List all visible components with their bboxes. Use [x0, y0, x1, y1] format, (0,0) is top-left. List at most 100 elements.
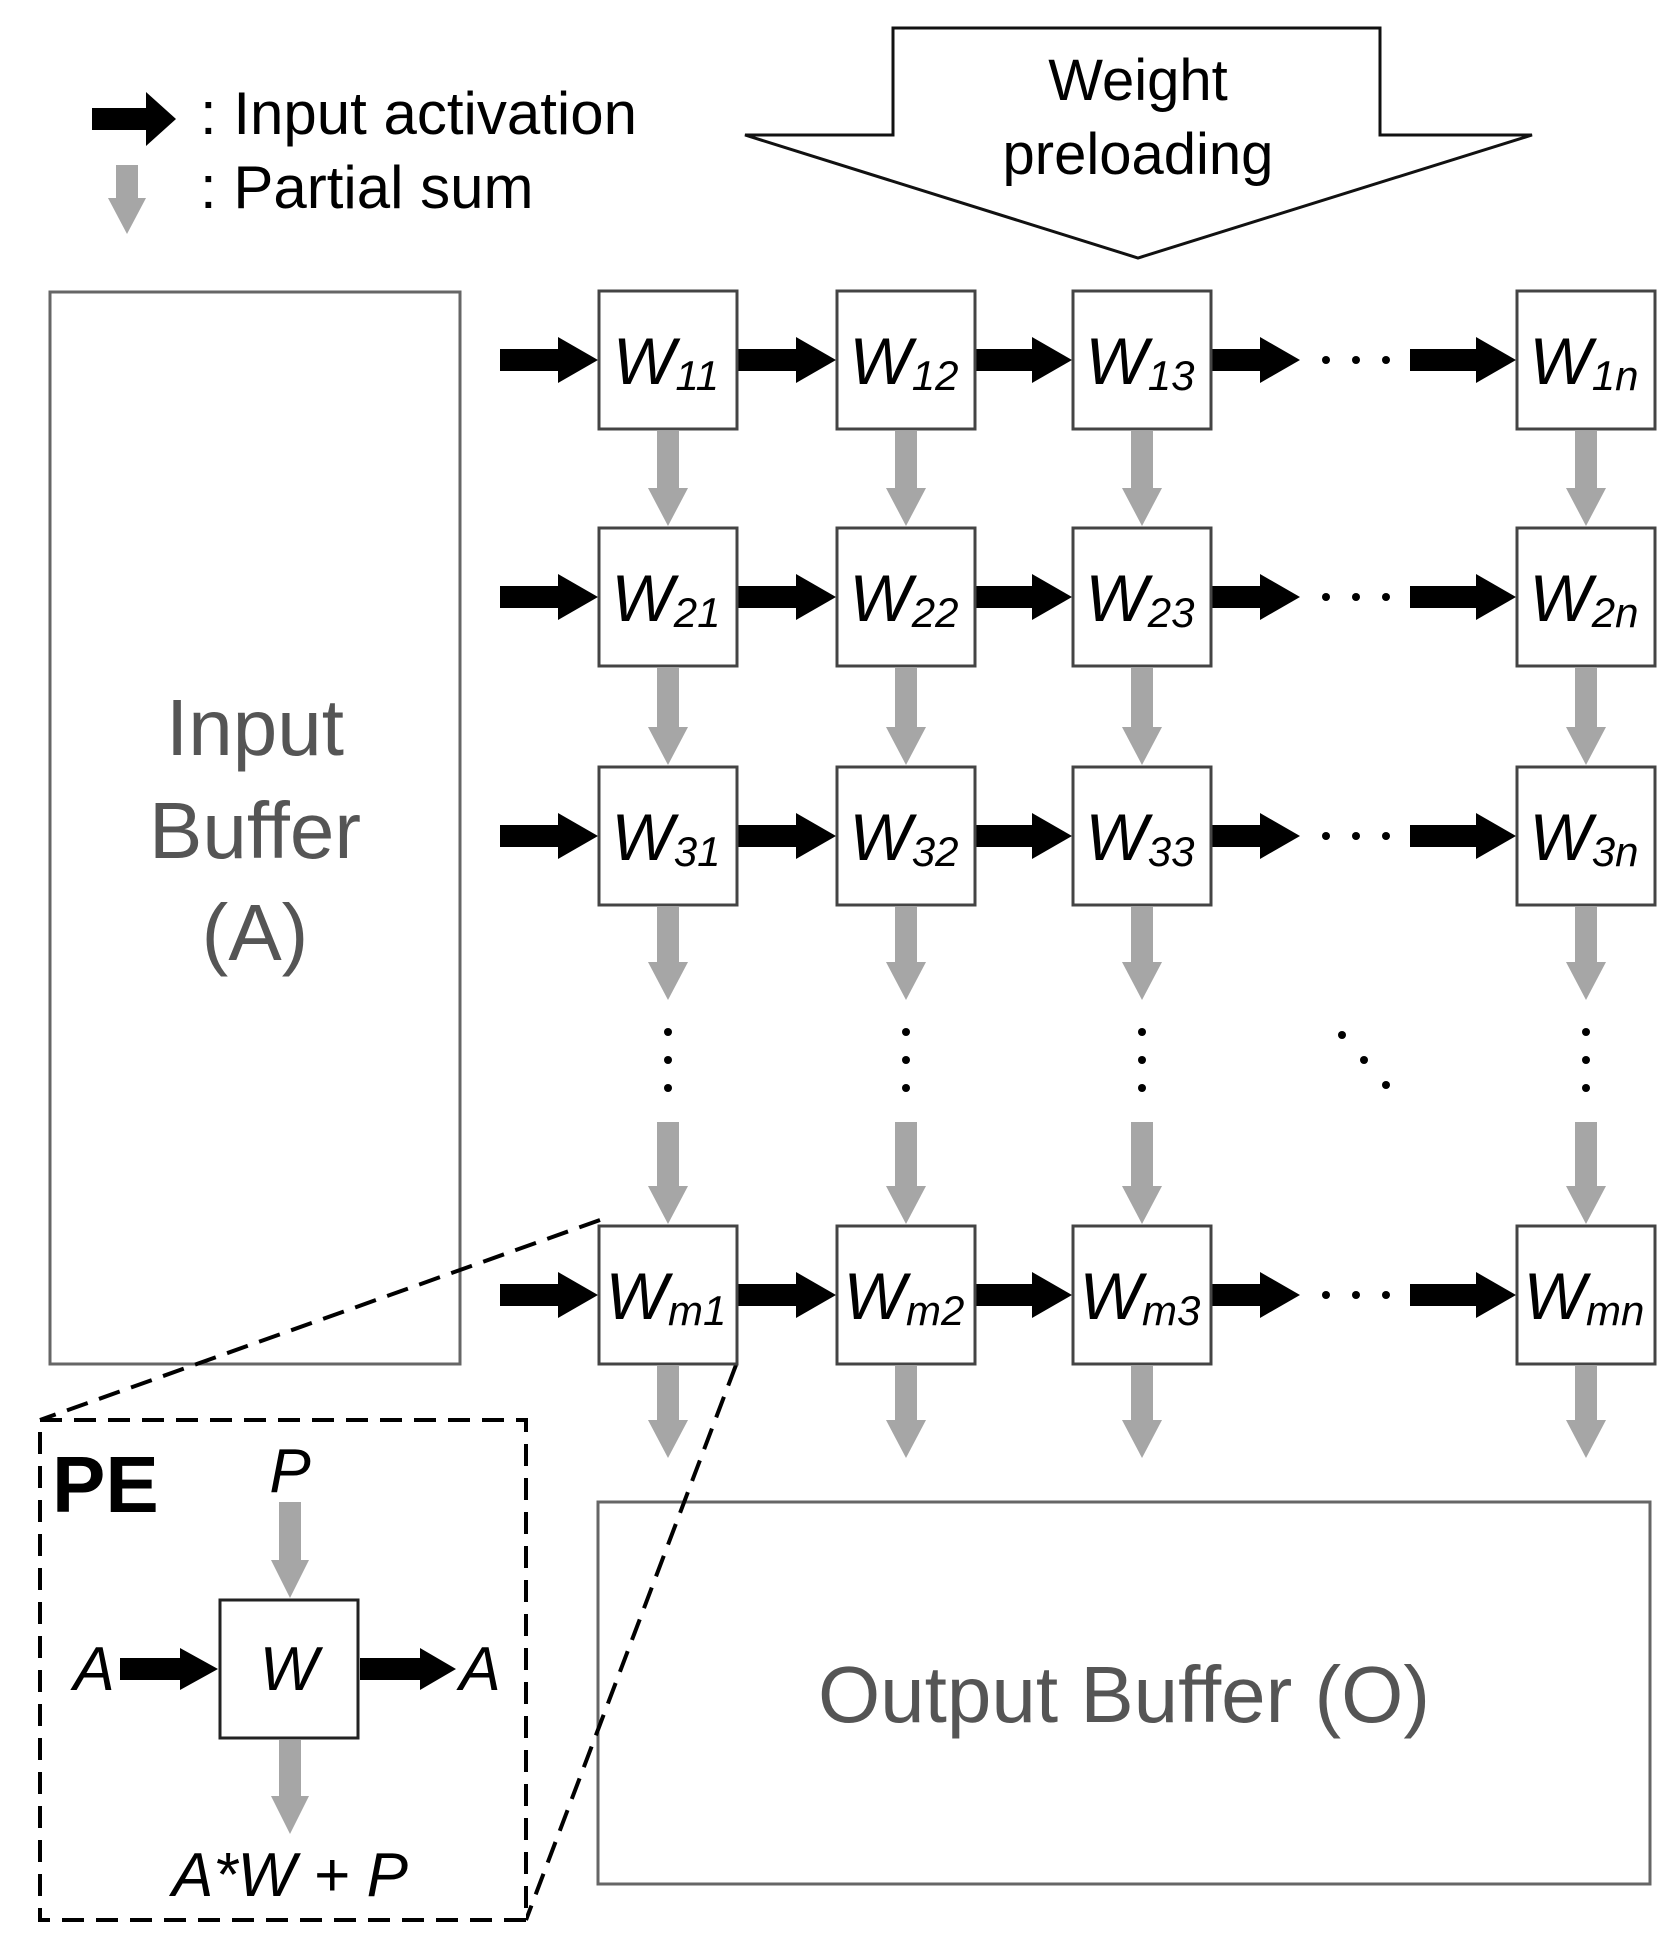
- pe-detail-activation-in-arrow-icon: [120, 1648, 218, 1690]
- pe-cell-3n-subscript: 3n: [1592, 828, 1639, 875]
- partial-sum-out-arrow-c2: [886, 1366, 926, 1458]
- pe-cell-3n: [1515, 765, 1657, 907]
- pe-cell-2n-subscript: 2n: [1591, 589, 1639, 636]
- legend-partial-sum-label: : Partial sum: [200, 154, 533, 221]
- pe-cell-23-label: W23: [1085, 561, 1194, 636]
- pe-cell-11-label: W11: [613, 324, 719, 399]
- pe-detail-output: A*W + P: [168, 1841, 408, 1910]
- activation-arrow-row2-c1: [738, 574, 836, 620]
- vertical-ellipsis-c4: [1582, 1028, 1590, 1092]
- partial-sum-arrow-r1-c2: [886, 431, 926, 526]
- pe-cell-33: [1071, 765, 1213, 907]
- activation-arrow-row3-c3: [1212, 813, 1300, 859]
- pe-cell-32: [835, 765, 977, 907]
- vertical-ellipsis-c3: [1138, 1028, 1146, 1092]
- partial-sum-out-arrow-c3: [1122, 1366, 1162, 1458]
- horizontal-ellipsis-row4: [1322, 1291, 1390, 1299]
- horizontal-ellipsis-row3: [1322, 832, 1390, 840]
- input-buffer-line3: (A): [202, 888, 309, 977]
- pe-cell-3n-label: W3n: [1529, 800, 1638, 875]
- activation-arrow-row2-last: [1410, 574, 1516, 620]
- pe-cell-23-w: W: [1085, 561, 1153, 635]
- legend-partial-sum-arrow-icon: [108, 165, 146, 234]
- partial-sum-arrow-r2-c4: [1566, 668, 1606, 765]
- pe-cell-m2-w: W: [844, 1259, 912, 1333]
- pe-cell-31-w: W: [611, 800, 679, 874]
- partial-sum-arrow-r2-c2: [886, 668, 926, 765]
- pe-cell-31-subscript: 31: [674, 828, 721, 875]
- activation-arrow-row4-c1: [738, 1272, 836, 1318]
- pe-detail-weight: W: [260, 1635, 324, 1704]
- pe-cell-31: [597, 765, 739, 907]
- input-buffer-line2: Buffer: [149, 786, 361, 875]
- pe-cell-m2-subscript: m2: [906, 1287, 964, 1334]
- partial-sum-arrow-r4-c4: [1566, 1122, 1606, 1224]
- partial-sum-arrow-r3-c2: [886, 907, 926, 1000]
- pe-detail-partial-in: P: [269, 1437, 310, 1506]
- pe-cell-13: [1071, 289, 1213, 431]
- pe-cell-22-subscript: 22: [911, 589, 959, 636]
- activation-arrow-row4-c3: [1212, 1272, 1300, 1318]
- legend: : Input activation : Partial sum: [92, 80, 637, 234]
- pe-cell-mn: [1515, 1224, 1657, 1366]
- pe-cell-23: [1071, 526, 1213, 668]
- pe-cell-11-subscript: 11: [675, 352, 719, 399]
- pe-cell-2n-label: W2n: [1529, 561, 1638, 636]
- pe-detail: PE P W A A A*W + P: [38, 1418, 528, 1922]
- input-buffer-line1: Input: [166, 683, 344, 772]
- activation-arrow-row4-last: [1410, 1272, 1516, 1318]
- pe-cell-11: [597, 289, 739, 431]
- pe-cell-mn-subscript: mn: [1586, 1287, 1644, 1334]
- pe-cell-12-w: W: [849, 324, 917, 398]
- pe-cell-1n: [1515, 289, 1657, 431]
- input-buffer: Input Buffer (A): [48, 290, 462, 1366]
- pe-cell-1n-w: W: [1529, 324, 1597, 398]
- pe-cell-1n-label: W1n: [1529, 324, 1638, 399]
- partial-sum-arrow-r2-c1: [648, 668, 688, 765]
- pe-cell-2n: [1515, 526, 1657, 668]
- partial-sum-out-arrow-c1: [648, 1366, 688, 1458]
- pe-detail-box: [218, 1598, 360, 1740]
- pe-cell-11-w: W: [613, 324, 681, 398]
- partial-sum-arrow-r3-c1: [648, 907, 688, 1000]
- diagonal-ellipsis: [1338, 1031, 1390, 1089]
- horizontal-ellipsis-row2: [1322, 593, 1390, 601]
- pe-cell-12: [835, 289, 977, 431]
- horizontal-ellipsis-row1: [1322, 356, 1390, 364]
- pe-cell-22: [835, 526, 977, 668]
- partial-sum-arrow-r4-c2: [886, 1122, 926, 1224]
- pe-cell-21: [597, 526, 739, 668]
- pe-cell-22-w: W: [849, 561, 917, 635]
- pe-cell-33-label: W33: [1085, 800, 1194, 875]
- pe-cell-21-w: W: [611, 561, 679, 635]
- pe-cell-13-w: W: [1085, 324, 1153, 398]
- pe-detail-activation-out: A: [455, 1635, 500, 1704]
- legend-input-activation-label: : Input activation: [200, 80, 637, 147]
- pe-cell-mn-w: W: [1524, 1259, 1592, 1333]
- pe-zoom-lines: [39, 1218, 738, 1921]
- activation-arrow-row4-c2: [976, 1272, 1072, 1318]
- pe-cell-33-w: W: [1085, 800, 1153, 874]
- activation-arrow-row3-c1: [738, 813, 836, 859]
- activation-arrow-row4-in: [500, 1272, 598, 1318]
- vertical-ellipsis-c1: [664, 1028, 672, 1092]
- activation-arrow-row3-last: [1410, 813, 1516, 859]
- pe-cell-32-label: W32: [849, 800, 958, 875]
- pe-cell-1n-subscript: 1n: [1592, 352, 1639, 399]
- weight-preloading-line2: preloading: [1003, 122, 1274, 187]
- pe-cell-m1-subscript: m1: [668, 1287, 726, 1334]
- pe-cell-33-subscript: 33: [1148, 828, 1195, 875]
- pe-cell-m2-label: Wm2: [844, 1259, 965, 1334]
- pe-cell-22-label: W22: [849, 561, 958, 636]
- legend-activation-arrow-icon: [92, 92, 176, 146]
- weight-preloading-arrow: Weight preloading: [744, 26, 1533, 260]
- pe-cell-m1-w: W: [606, 1259, 674, 1333]
- partial-sum-arrow-r4-c3: [1122, 1122, 1162, 1224]
- pe-cell-m1-label: Wm1: [606, 1259, 727, 1334]
- partial-sum-arrow-r2-c3: [1122, 668, 1162, 765]
- pe-cell-31-label: W31: [611, 800, 720, 875]
- weight-preloading-line1: Weight: [1048, 48, 1227, 113]
- pe-cell-m2: [835, 1224, 977, 1366]
- activation-arrow-row2-c2: [976, 574, 1072, 620]
